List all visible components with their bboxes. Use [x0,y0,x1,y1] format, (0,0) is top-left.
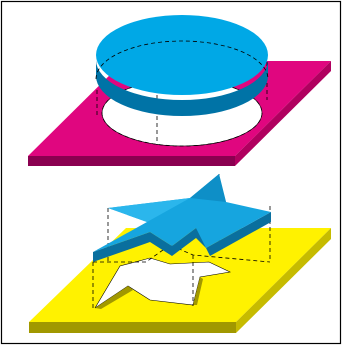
ellipse-piece-top [96,15,268,95]
magenta-board-front [28,156,235,166]
yellow-board-front [29,322,236,333]
